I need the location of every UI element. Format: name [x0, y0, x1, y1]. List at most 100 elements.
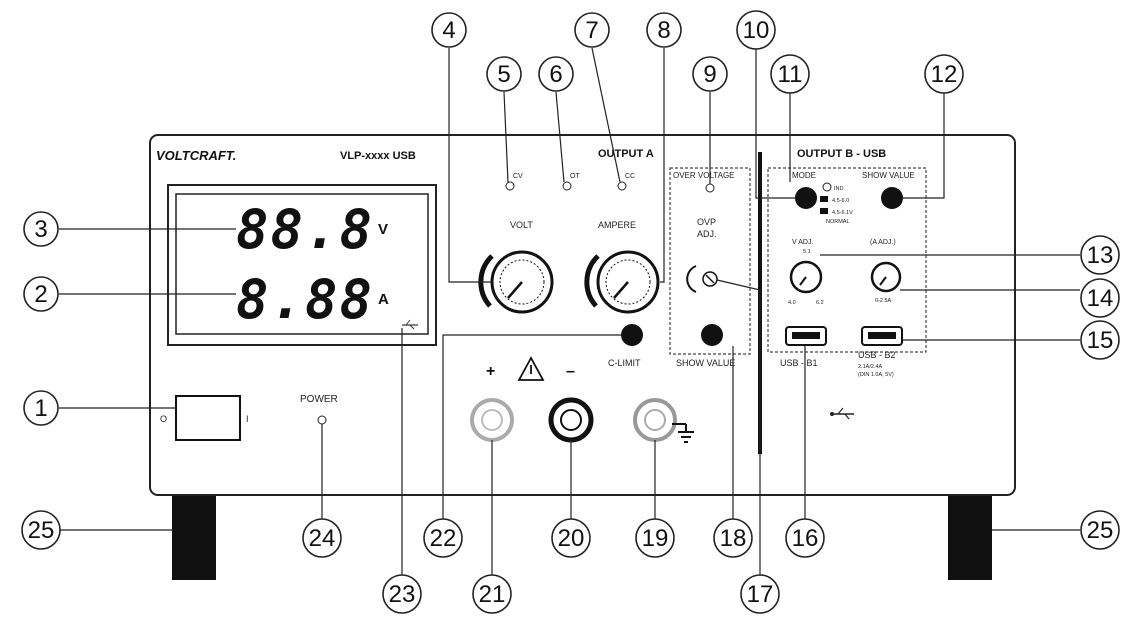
- power-switch[interactable]: [175, 395, 241, 441]
- svg-text:17: 17: [747, 581, 774, 608]
- svg-text:15: 15: [1087, 327, 1114, 354]
- ampere-label: AMPERE: [598, 220, 636, 230]
- right-foot: [948, 494, 992, 580]
- callout-20: 20: [551, 518, 591, 558]
- ampere-knob-pointer: [613, 281, 629, 299]
- callout-13: 13: [1080, 235, 1120, 275]
- model-name: VLP-xxxx USB: [340, 150, 416, 162]
- over-voltage-label: OVER VOLTAGE: [673, 171, 735, 180]
- plus-sign: +: [486, 363, 495, 380]
- minus-sign: –: [566, 363, 575, 380]
- warning-icon: [517, 356, 545, 381]
- svg-text:16: 16: [792, 525, 819, 552]
- callout-18: 18: [713, 518, 753, 558]
- ot-label: OT: [570, 173, 580, 180]
- over-voltage-led: [705, 183, 715, 193]
- callout-5: 5: [486, 56, 522, 92]
- v-adj-pointer: [799, 276, 807, 286]
- svg-text:22: 22: [430, 525, 457, 552]
- callout-4: 4: [431, 12, 467, 48]
- svg-text:21: 21: [479, 581, 506, 608]
- switch-off-label: O: [160, 414, 167, 424]
- positive-terminal-inner: [481, 409, 503, 431]
- voltage-unit: V: [378, 221, 388, 238]
- b-show-value-button[interactable]: [881, 187, 903, 209]
- mode-label: MODE: [792, 171, 816, 180]
- callout-19: 19: [635, 518, 675, 558]
- housing: [149, 134, 1016, 496]
- svg-text:11: 11: [778, 61, 803, 88]
- callout-11: 11: [770, 54, 810, 94]
- ovp-show-value-button[interactable]: [701, 324, 723, 346]
- svg-text:20: 20: [558, 525, 585, 552]
- current-readout: 8.88: [236, 268, 374, 331]
- volt-knob-grip: [499, 259, 545, 305]
- mode-button[interactable]: [795, 187, 817, 209]
- c-limit-button[interactable]: [621, 324, 643, 346]
- cc-label: CC: [625, 173, 635, 180]
- callout-10: 10: [736, 10, 776, 50]
- v-adj-max-label: 6.2: [816, 300, 824, 306]
- callout-1: 1: [23, 390, 59, 426]
- v-adj-mid-label: 5.1: [803, 249, 811, 255]
- c-limit-label: C-LIMIT: [608, 358, 641, 368]
- normal-label: NORMAL: [826, 219, 850, 225]
- volt-label: VOLT: [510, 220, 533, 230]
- display-window: [175, 193, 429, 335]
- usb-symbol-icon: [402, 319, 418, 330]
- cv-label: CV: [513, 173, 523, 180]
- svg-text:14: 14: [1087, 285, 1114, 312]
- svg-text:5: 5: [497, 61, 510, 88]
- svg-text:18: 18: [720, 525, 747, 552]
- brand-logo: VOLTCRAFT.: [156, 148, 236, 163]
- callout-9: 9: [692, 56, 728, 92]
- left-foot: [172, 494, 216, 580]
- svg-text:4: 4: [442, 17, 455, 44]
- usb-b2-note-2: (DIN 1.0A, 5V): [858, 372, 894, 378]
- svg-text:25: 25: [1087, 517, 1114, 544]
- range-2-marker: [820, 208, 828, 214]
- a-adj-pointer: [879, 276, 887, 286]
- svg-text:12: 12: [931, 61, 958, 88]
- callout-17: 17: [740, 574, 780, 614]
- callout-22: 22: [423, 518, 463, 558]
- svg-text:6: 6: [549, 61, 562, 88]
- ground-icon: [672, 423, 694, 443]
- volt-knob-pointer: [507, 281, 523, 299]
- ground-terminal-inner: [644, 409, 666, 431]
- v-adj-min-label: 4.0: [788, 300, 796, 306]
- callout-25-left: 25: [21, 510, 61, 550]
- callout-25-right: 25: [1080, 510, 1120, 550]
- usb-b1-port-slot: [792, 332, 820, 339]
- mode-indicator-led: [822, 182, 832, 192]
- usb-b2-note-1: 2.1A/2.4A: [858, 364, 882, 370]
- power-label: POWER: [300, 394, 338, 405]
- ot-led: [562, 181, 572, 191]
- svg-text:13: 13: [1087, 242, 1114, 269]
- callout-7: 7: [574, 12, 610, 48]
- switch-on-label: I: [246, 414, 249, 424]
- svg-text:9: 9: [703, 61, 716, 88]
- callout-23: 23: [382, 574, 422, 614]
- cc-led: [617, 181, 627, 191]
- ovp-scale-arc: [686, 265, 697, 293]
- callout-14: 14: [1080, 278, 1120, 318]
- range-2-label: 4.5-6.1V: [832, 210, 853, 216]
- callout-24: 24: [302, 518, 342, 558]
- power-led: [317, 415, 327, 425]
- a-adj-range-label: 0-2.5A: [875, 298, 892, 304]
- callout-2: 2: [23, 276, 59, 312]
- cv-led: [505, 181, 515, 191]
- svg-text:3: 3: [34, 216, 47, 243]
- ovp-screw-slot: [705, 274, 715, 284]
- ovp-adj-label: ADJ.: [697, 229, 717, 239]
- range-1-marker: [820, 196, 828, 202]
- range-1-label: 4.5-6.0: [832, 198, 849, 204]
- svg-text:7: 7: [585, 17, 598, 44]
- usb-b1-label: USB - B1: [780, 358, 818, 368]
- a-adj-label: (A ADJ.): [870, 239, 896, 246]
- usb-symbol-icon: [830, 407, 854, 420]
- b-show-value-label: SHOW VALUE: [862, 171, 915, 180]
- callout-12: 12: [924, 54, 964, 94]
